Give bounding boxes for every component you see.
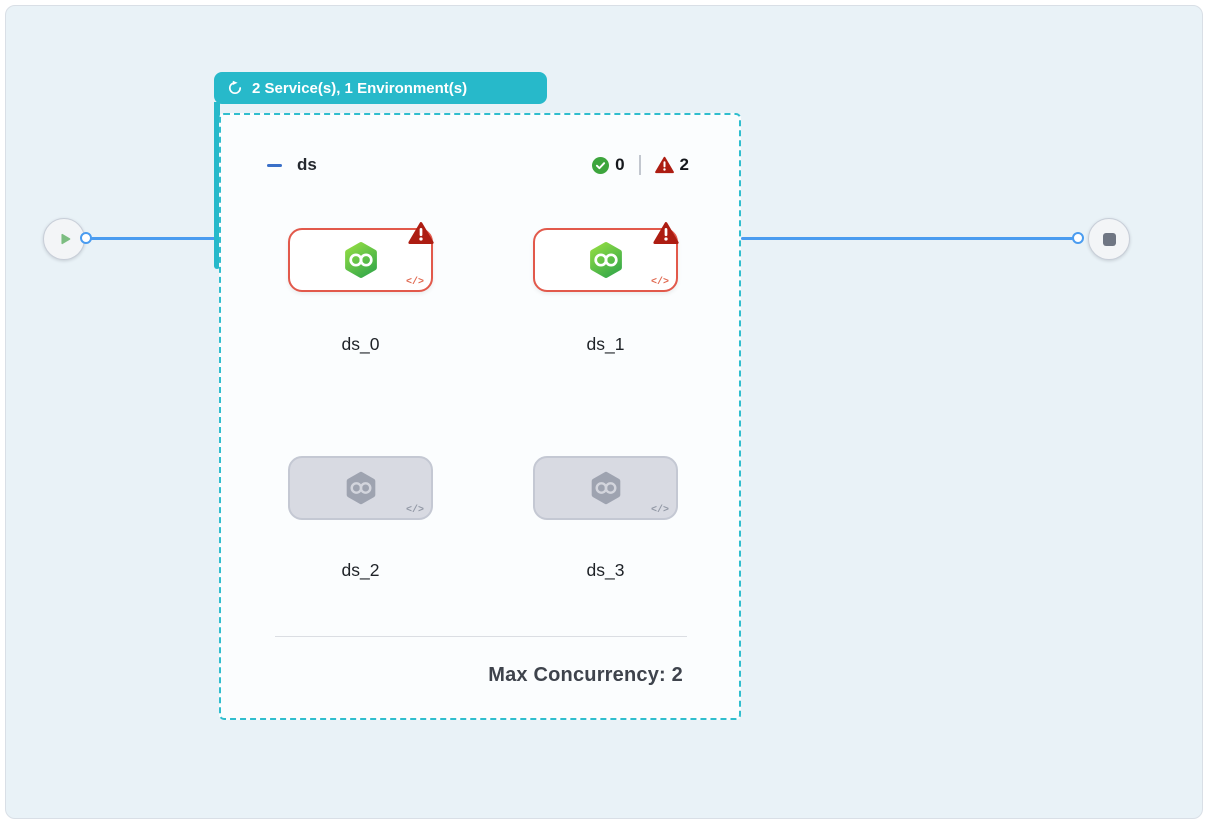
play-icon <box>61 233 71 245</box>
service-card-ds_3[interactable]: </> <box>533 456 678 520</box>
hexagon-infinity-icon <box>344 242 377 278</box>
warning-triangle-icon <box>654 156 674 174</box>
stage-footer-divider <box>275 636 687 637</box>
stage-group-ds: ds 0 2 <box>219 113 741 720</box>
stage-name: ds <box>297 155 317 174</box>
hexagon-infinity-icon <box>346 471 375 505</box>
pipeline-canvas[interactable]: ds 0 2 <box>5 5 1203 819</box>
code-icon: </> <box>405 277 424 288</box>
link-point-right <box>1072 232 1084 244</box>
loop-group-strip <box>214 102 220 269</box>
check-circle-icon <box>592 156 610 174</box>
service-card-ds_0[interactable]: </> <box>288 222 434 292</box>
service-label-ds_1: ds_1 <box>586 334 625 354</box>
pipeline-start-node[interactable] <box>43 218 85 260</box>
connector-line-left <box>88 237 220 240</box>
code-icon: </> <box>405 505 424 516</box>
connector-line-right <box>741 237 1073 240</box>
success-count: 0 <box>615 155 625 174</box>
service-card-ds_1[interactable]: </> <box>533 222 679 292</box>
error-count: 2 <box>679 155 689 174</box>
hexagon-infinity-icon <box>591 471 620 505</box>
pipeline-end-node[interactable] <box>1088 218 1130 260</box>
max-concurrency-label: Max Concurrency: 2 <box>488 664 683 686</box>
code-icon: </> <box>650 505 669 516</box>
service-label-ds_2: ds_2 <box>341 560 380 580</box>
stage-header: ds 0 2 <box>265 153 689 177</box>
collapse-toggle[interactable] <box>265 156 283 174</box>
warning-badge-icon <box>653 222 679 244</box>
stage-status-summary: 0 2 <box>592 155 689 175</box>
service-card-ds_2[interactable]: </> <box>288 456 433 520</box>
service-label-ds_3: ds_3 <box>586 560 625 580</box>
hexagon-infinity-icon <box>589 242 622 278</box>
minus-icon <box>266 163 282 167</box>
code-icon: </> <box>650 277 669 288</box>
loop-arrow-icon <box>228 80 242 95</box>
service-label-ds_0: ds_0 <box>341 334 380 354</box>
stage-header-left: ds <box>265 155 317 175</box>
warning-badge-icon <box>408 222 434 244</box>
loop-group-badge[interactable]: 2 Service(s), 1 Environment(s) <box>214 72 547 104</box>
loop-badge-label: 2 Service(s), 1 Environment(s) <box>252 79 468 97</box>
link-point-left <box>80 232 92 244</box>
stop-icon <box>1102 232 1116 246</box>
status-divider <box>638 155 641 175</box>
